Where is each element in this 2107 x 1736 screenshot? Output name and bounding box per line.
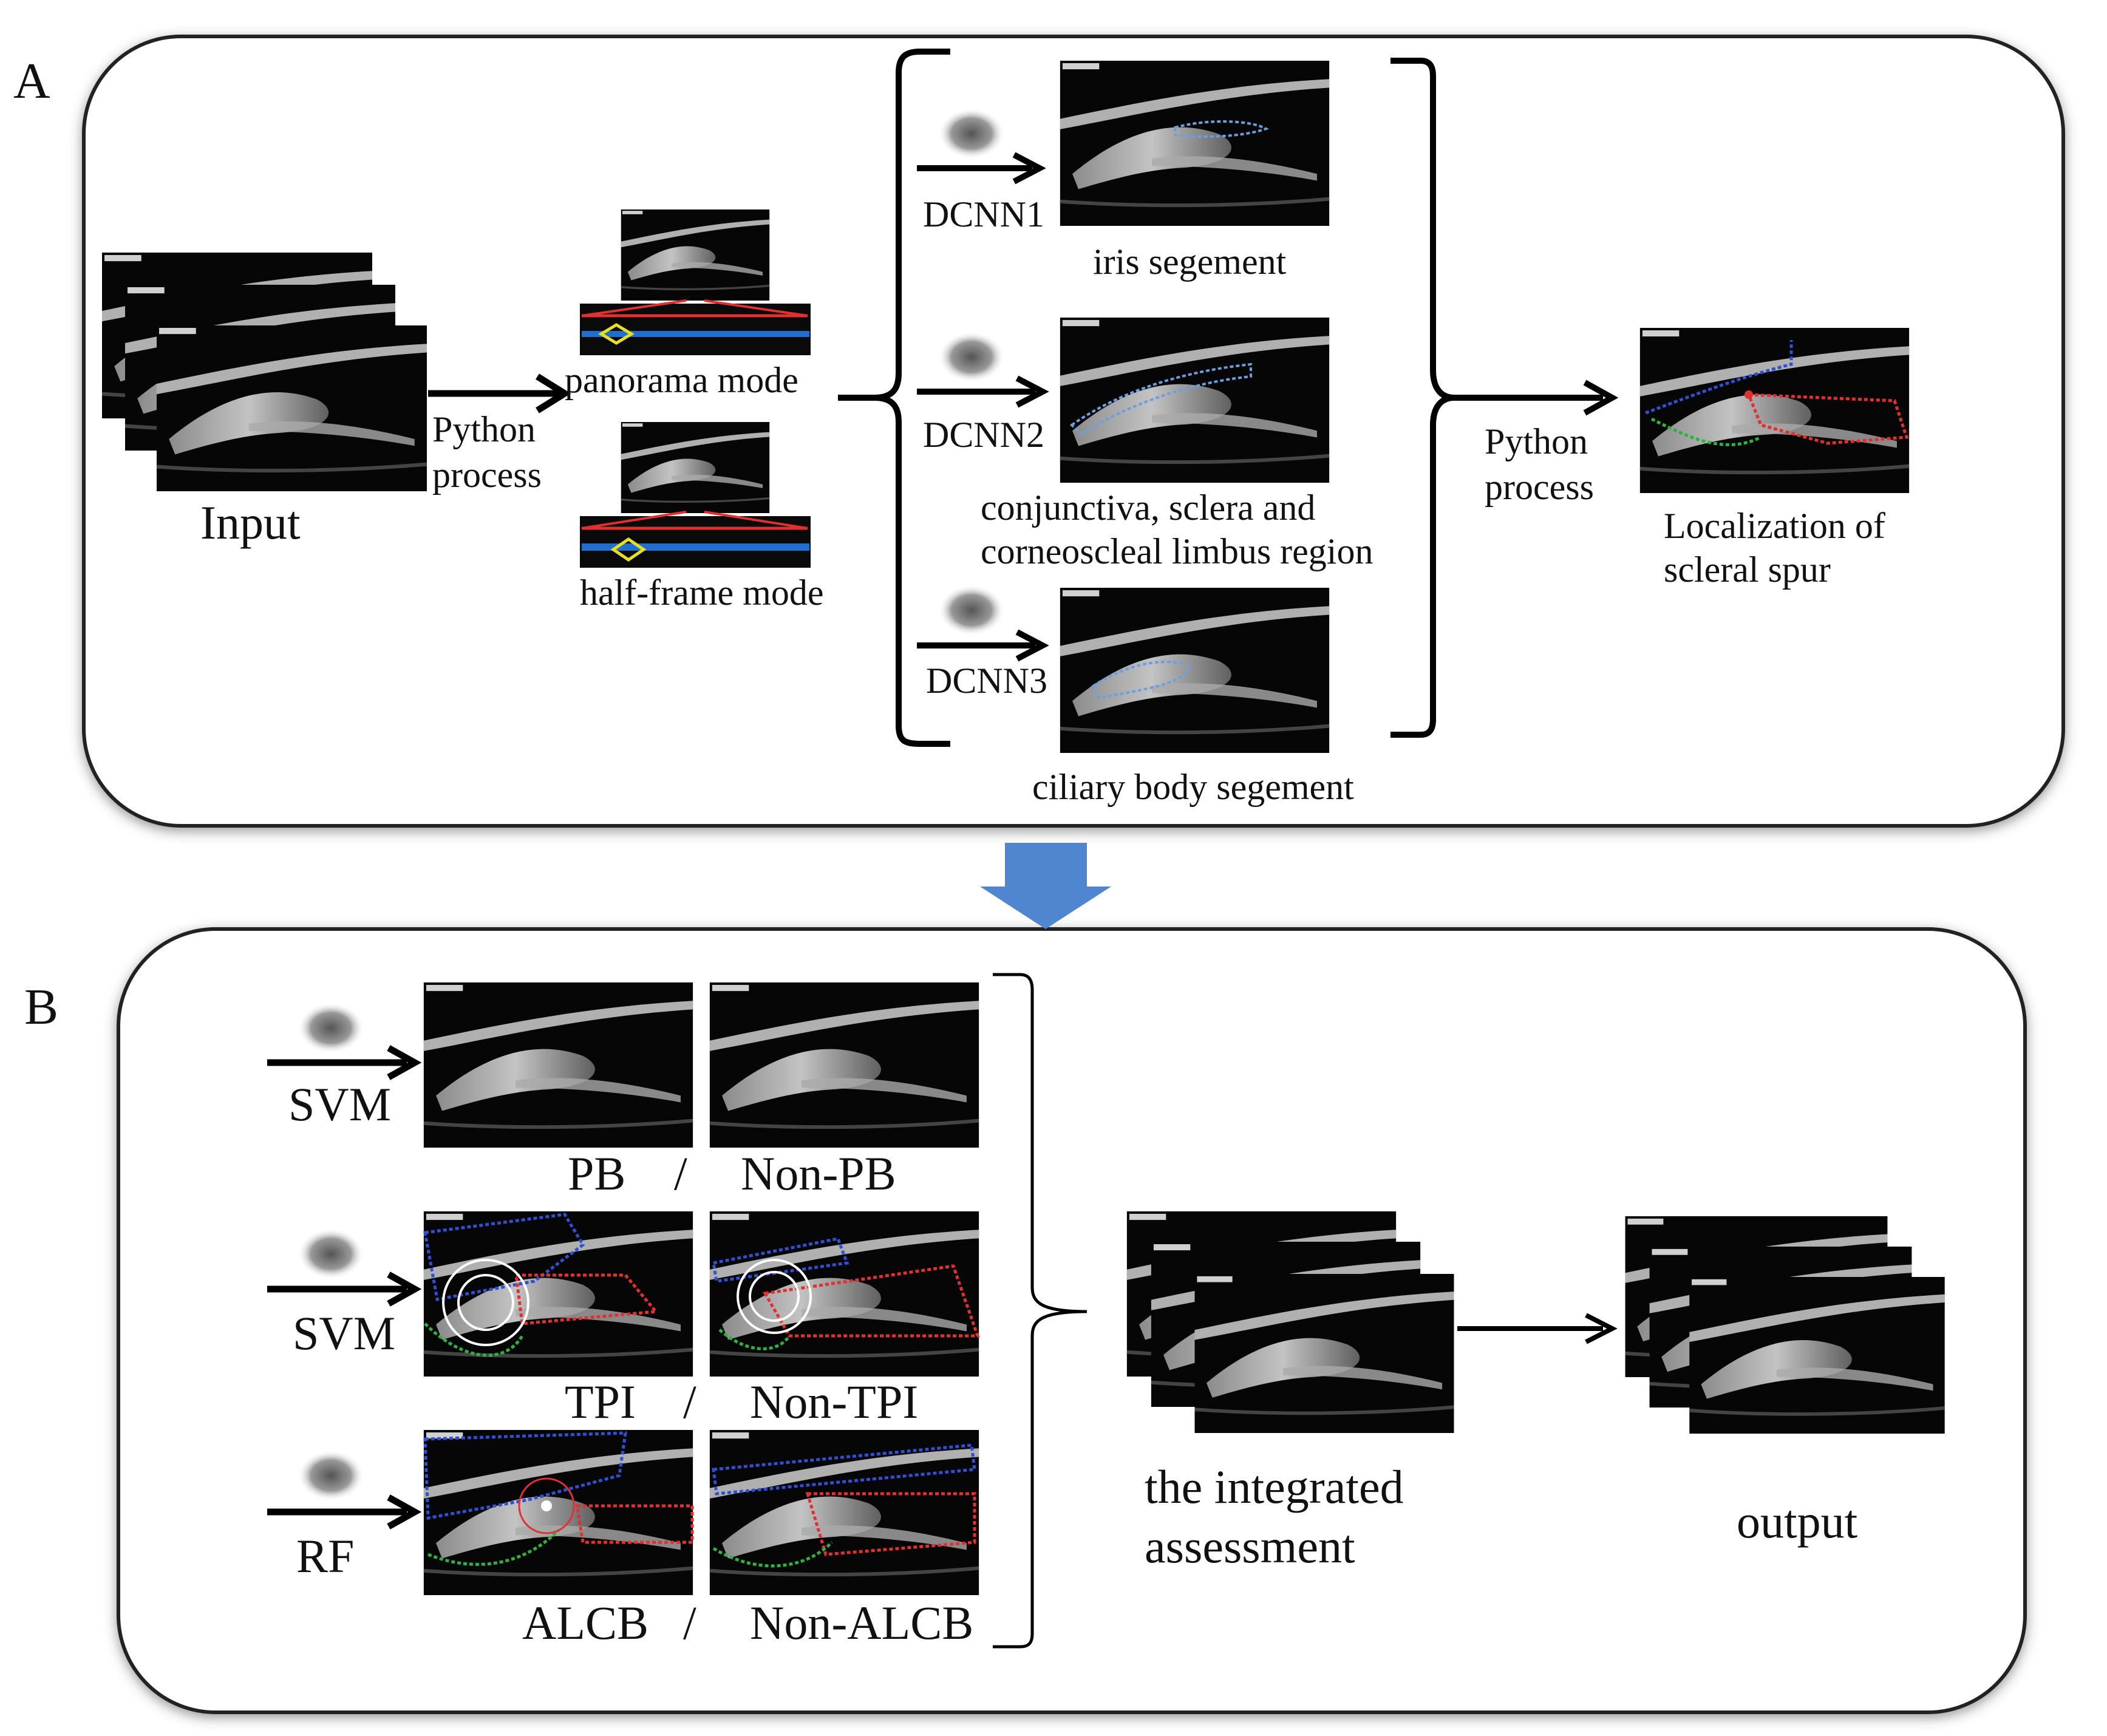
alcb-image xyxy=(424,1430,694,1595)
non-alcb-label: Non-ALCB xyxy=(750,1596,974,1649)
iris-segment-image xyxy=(1060,61,1329,226)
non-pb-label: Non-PB xyxy=(741,1147,896,1200)
slash-3: / xyxy=(683,1596,696,1649)
neural-net-icon xyxy=(938,332,1005,383)
tpi-image xyxy=(424,1211,693,1377)
neural-net-icon xyxy=(298,1228,364,1279)
svm-label-2: SVM xyxy=(293,1307,396,1360)
slash-1: / xyxy=(674,1147,687,1200)
rf-label: RF xyxy=(296,1530,355,1582)
dcnn2-label: DCNN2 xyxy=(923,415,1045,455)
dcnn1-label: DCNN1 xyxy=(923,194,1045,234)
non-tpi-label: Non-TPI xyxy=(750,1375,919,1428)
panorama-mode-label: panorama mode xyxy=(565,360,798,400)
pb-label: PB xyxy=(568,1147,626,1200)
slash-2: / xyxy=(683,1375,696,1428)
left-brace-lower xyxy=(874,395,950,747)
python-process-label-1: Python process xyxy=(432,409,542,495)
output-stack xyxy=(1625,1216,1945,1434)
conjunctiva-label: conjunctiva, sclera and corneoscleal lim… xyxy=(981,488,1373,571)
down-arrow xyxy=(980,843,1111,929)
non-tpi-image xyxy=(710,1211,980,1377)
panorama-mode-image xyxy=(580,209,811,355)
right-brace-upper xyxy=(1390,58,1469,401)
arrowhead xyxy=(536,373,571,414)
neural-net-icon xyxy=(298,1450,364,1501)
integrated-assessment-stack xyxy=(1127,1211,1454,1433)
brace-b-upper xyxy=(993,973,1088,1313)
tpi-label: TPI xyxy=(565,1375,636,1428)
ciliary-body-label: ciliary body segement xyxy=(1032,767,1354,807)
svm-label-1: SVM xyxy=(288,1078,392,1131)
non-pb-image xyxy=(710,982,979,1148)
right-brace-lower xyxy=(1390,395,1455,738)
neural-net-icon xyxy=(298,1002,364,1054)
input-label: Input xyxy=(200,496,301,549)
iris-segment-label: iris segement xyxy=(1093,242,1287,282)
python-process-label-2: Python process xyxy=(1485,421,1594,507)
localization-image xyxy=(1640,328,1909,493)
brace-b-lower xyxy=(993,1310,1088,1649)
pb-image xyxy=(424,982,693,1148)
neural-net-icon xyxy=(938,585,1005,636)
half-frame-mode-label: half-frame mode xyxy=(580,573,824,613)
conjunctiva-sclera-segment-image xyxy=(1060,318,1329,483)
panel-b-letter: B xyxy=(24,979,59,1035)
panel-a-letter: A xyxy=(13,53,50,109)
localization-label: Localization of scleral spur xyxy=(1664,506,1885,590)
output-label: output xyxy=(1737,1495,1858,1548)
neural-net-icon xyxy=(938,108,1005,159)
dcnn3-label: DCNN3 xyxy=(926,661,1048,701)
alcb-label: ALCB xyxy=(522,1596,649,1649)
ciliary-body-segment-image xyxy=(1060,588,1329,753)
half-frame-mode-image xyxy=(580,422,811,568)
non-alcb-image xyxy=(710,1430,979,1595)
integrated-assessment-label: the integrated assessment xyxy=(1145,1460,1404,1573)
